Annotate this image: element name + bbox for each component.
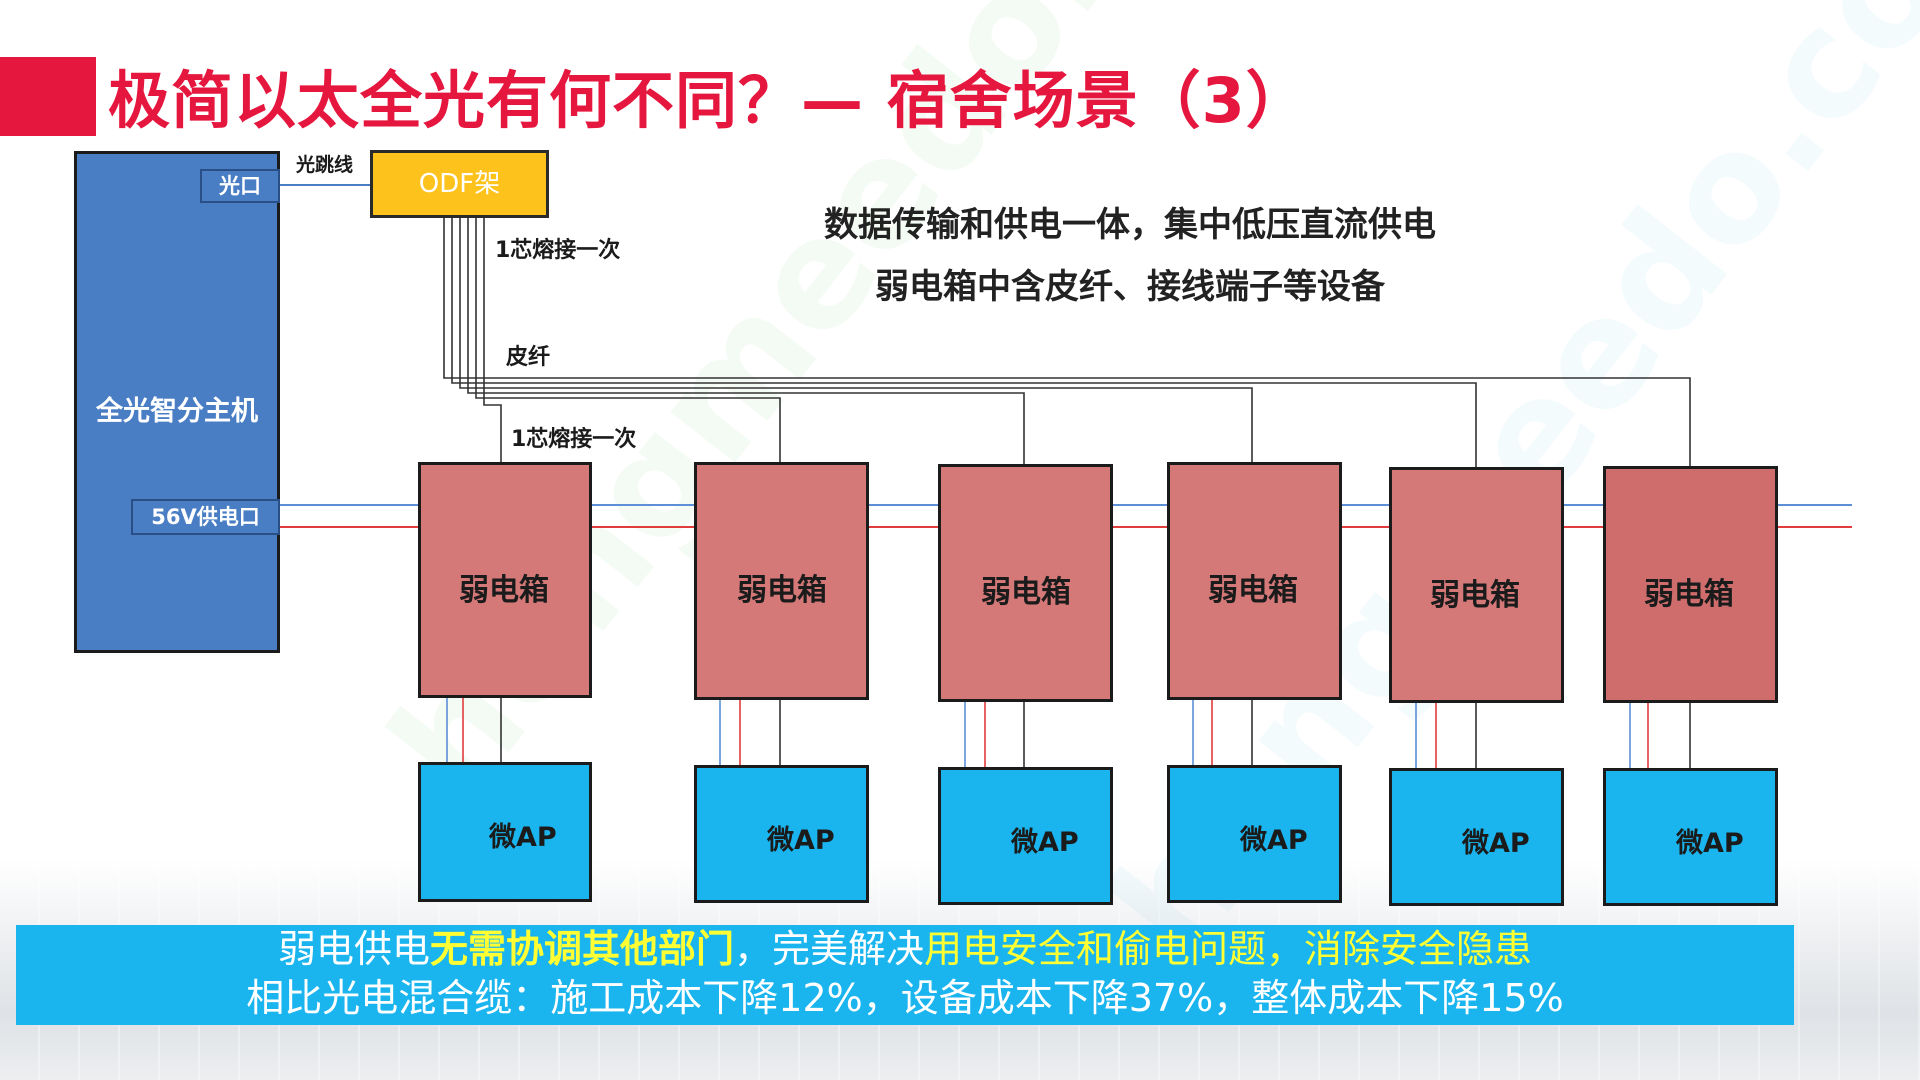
drop-fiber-6: [443, 218, 1691, 468]
weak-current-box-label: 弱电箱: [737, 573, 827, 608]
weak-current-box: 弱电箱: [938, 464, 1113, 702]
micro-ap-label: 微AP: [1011, 827, 1079, 858]
banner-highlight: 无需协调其他部门: [429, 927, 734, 971]
splice-label-bottom: 1芯熔接一次: [511, 427, 637, 452]
all-optical-host: 全光智分主机: [74, 151, 280, 653]
banner-line-1: 弱电供电无需协调其他部门，完美解决用电安全和偷电问题，消除安全隐患: [16, 925, 1794, 974]
weak-current-box: 弱电箱: [1603, 466, 1778, 703]
micro-ap: 微AP: [694, 765, 869, 903]
weak-current-box-label: 弱电箱: [1644, 577, 1734, 612]
micro-ap-label: 微AP: [767, 825, 835, 856]
drop-fiber-5: [451, 218, 1477, 470]
splice-label-top: 1芯熔接一次: [495, 238, 621, 263]
micro-ap: 微AP: [938, 767, 1113, 905]
weak-current-box-label: 弱电箱: [981, 575, 1071, 610]
summary-banner: 弱电供电无需协调其他部门，完美解决用电安全和偷电问题，消除安全隐患 相比光电混合…: [16, 925, 1794, 1025]
note-line-2: 弱电箱中含皮纤、接线端子等设备: [875, 267, 1385, 307]
weak-current-box: 弱电箱: [1389, 467, 1564, 703]
power-port: 56V供电口: [131, 499, 280, 535]
drop-fiber-3: [467, 218, 1025, 470]
micro-ap: 微AP: [1603, 768, 1778, 906]
micro-ap-label: 微AP: [489, 822, 557, 853]
micro-ap: 微AP: [1167, 765, 1342, 903]
note-line-1: 数据传输和供电一体，集中低压直流供电: [824, 205, 1436, 245]
title-accent-bar: [0, 57, 96, 136]
patch-cord-label: 光跳线: [296, 154, 354, 176]
weak-current-box: 弱电箱: [1167, 462, 1342, 700]
odf-label: ODF架: [418, 169, 501, 199]
optical-port: 光口: [200, 169, 280, 203]
weak-current-box-label: 弱电箱: [459, 573, 549, 608]
micro-ap: 微AP: [1389, 768, 1564, 906]
micro-ap: 微AP: [418, 762, 592, 902]
page-title: 极简以太全光有何不同？— 宿舍场景（3）: [108, 64, 1309, 137]
banner-text: ，完美解决: [734, 927, 925, 971]
host-label: 全光智分主机: [96, 396, 258, 427]
weak-current-box-label: 弱电箱: [1430, 578, 1520, 613]
odf-rack: ODF架: [370, 150, 549, 218]
drop-fiber-4: [459, 218, 1253, 468]
micro-ap-label: 微AP: [1240, 825, 1308, 856]
micro-ap-label: 微AP: [1676, 828, 1744, 859]
banner-line-2: 相比光电混合缆：施工成本下降12%，设备成本下降37%，整体成本下降15%: [246, 976, 1564, 1020]
weak-current-box: 弱电箱: [694, 462, 869, 700]
drop-fiber-2: [475, 218, 781, 465]
drop-fiber-label: 皮纤: [506, 345, 551, 370]
micro-ap-label: 微AP: [1462, 828, 1530, 859]
banner-text: 弱电供电: [277, 927, 430, 971]
weak-current-box: 弱电箱: [418, 462, 592, 698]
weak-current-box-label: 弱电箱: [1208, 573, 1298, 608]
banner-highlight: 用电安全和偷电问题，消除安全隐患: [924, 927, 1533, 971]
